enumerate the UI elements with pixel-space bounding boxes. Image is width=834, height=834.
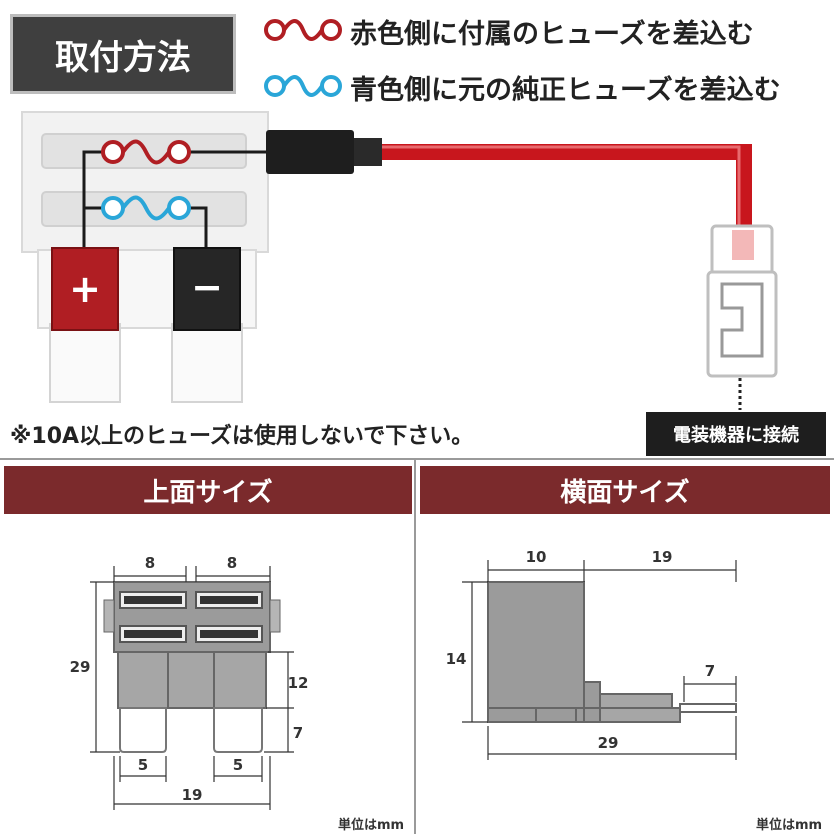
dim-side-height: 14 — [446, 650, 467, 668]
side-view-fuse-holder — [487, 581, 737, 723]
minus-label: − — [191, 265, 223, 309]
blue-fuse-icon — [101, 195, 191, 221]
spade-terminal — [706, 224, 778, 378]
dim-top-total-width: 19 — [182, 786, 203, 804]
dim-side-top-left: 10 — [526, 548, 547, 566]
dim-top-w-right: 8 — [227, 554, 237, 572]
legend-red-text: 赤色側に付属のヒューズを差込む — [350, 19, 754, 50]
legend-blue-text: 青色側に元の純正ヒューズを差込む — [350, 75, 781, 106]
red-fuse-icon — [101, 139, 191, 165]
top-view-unit-note: 単位はmm — [338, 818, 405, 833]
dim-top-w-left: 8 — [145, 554, 155, 572]
top-view-heading: 上面サイズ — [4, 466, 412, 514]
side-view-dimension-lines — [462, 560, 737, 760]
side-view-heading: 横面サイズ — [420, 466, 830, 514]
warning-text: ※10A以上のヒューズは使用しないで下さい。 — [10, 424, 474, 449]
legend-blue-fuse-icon — [264, 75, 342, 97]
plus-label: + — [69, 267, 101, 311]
dim-side-total: 29 — [598, 734, 619, 752]
page-title: 取付方法 — [10, 14, 236, 94]
column-divider — [414, 460, 416, 834]
dim-top-blade-right: 5 — [233, 756, 243, 774]
dim-side-top-right: 19 — [652, 548, 673, 566]
dim-top-body: 12 — [288, 674, 309, 692]
section-divider — [0, 458, 834, 460]
legend-red-fuse-icon — [264, 19, 342, 41]
top-view-dimension-lines — [90, 566, 294, 810]
dim-top-blade-left: 5 — [138, 756, 148, 774]
top-view-fuse-holder — [103, 581, 281, 753]
cable-connector — [266, 130, 752, 230]
connect-label: 電装機器に接続 — [646, 412, 826, 456]
minus-terminal — [173, 247, 241, 331]
side-view-unit-note: 単位はmm — [756, 818, 823, 833]
plus-terminal — [51, 247, 119, 331]
dim-top-blade-len: 7 — [293, 724, 303, 742]
dim-top-height: 29 — [70, 658, 91, 676]
dim-side-wire: 7 — [705, 662, 715, 680]
